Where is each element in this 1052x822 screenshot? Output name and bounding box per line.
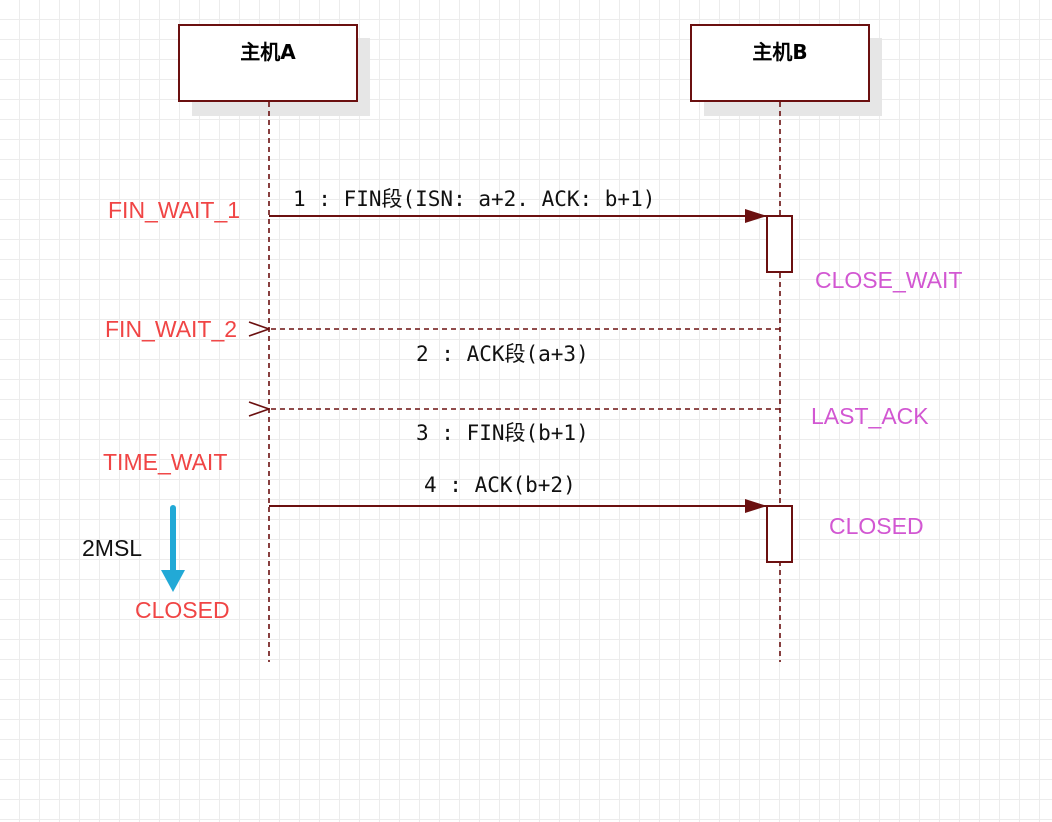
- host-a-label: 主机A: [240, 40, 296, 64]
- message-3-label: 3 : FIN段(b+1): [416, 421, 589, 445]
- message-4-label: 4 : ACK(b+2): [424, 473, 576, 497]
- message-2-label: 2 : ACK段(a+3): [416, 342, 589, 366]
- host-b-label: 主机B: [752, 40, 808, 64]
- state-b-close-wait: CLOSE_WAIT: [815, 267, 963, 293]
- host-b-activation-1: [766, 215, 793, 273]
- message-1-label: 1 : FIN段(ISN: a+2. ACK: b+1): [293, 187, 656, 211]
- timer-arrow-head: [161, 570, 185, 592]
- state-b-closed: CLOSED: [829, 513, 924, 539]
- host-b-activation-2: [766, 505, 793, 563]
- state-a-fin-wait-1: FIN_WAIT_1: [108, 197, 241, 223]
- state-a-fin-wait-2: FIN_WAIT_2: [105, 316, 238, 342]
- timer-label: 2MSL: [82, 535, 143, 561]
- host-b-box[interactable]: 主机B: [690, 24, 870, 102]
- state-a-closed: CLOSED: [135, 597, 230, 623]
- state-a-time-wait: TIME_WAIT: [103, 449, 228, 475]
- host-a-box[interactable]: 主机A: [178, 24, 358, 102]
- state-b-last-ack: LAST_ACK: [811, 403, 929, 429]
